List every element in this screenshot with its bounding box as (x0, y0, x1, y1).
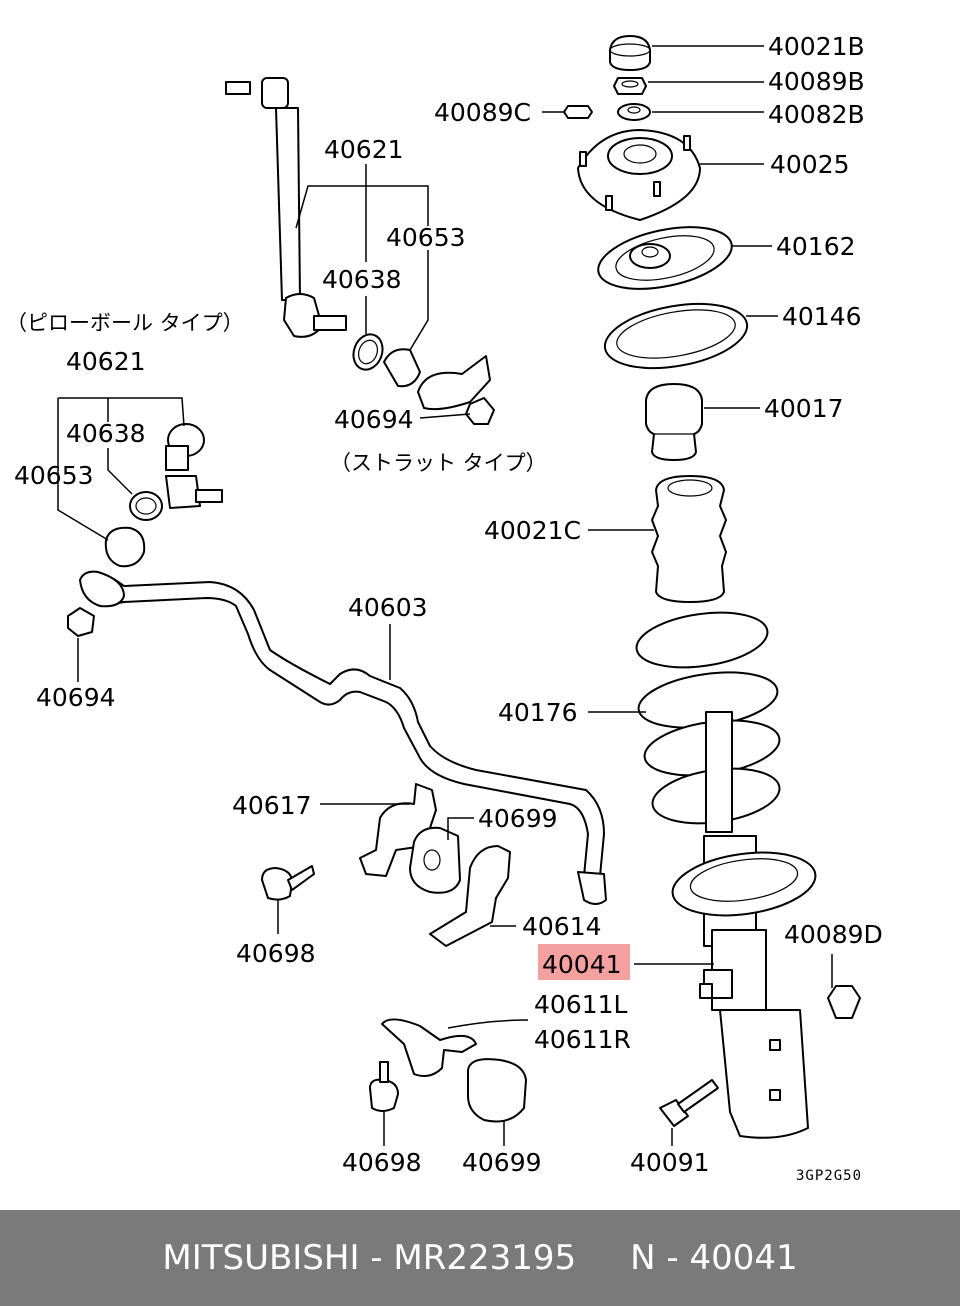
label-40082b: 40082B (768, 100, 865, 129)
label-40614: 40614 (522, 912, 602, 941)
part-40089b (613, 77, 647, 95)
part-40021c (651, 475, 727, 603)
label-40699-bot: 40699 (462, 1148, 542, 1177)
label-40021b: 40021B (768, 32, 865, 61)
part-labels: 40021B 40089B 40089C 40082B 40025 40162 … (6, 32, 883, 1184)
parts-diagram: 40021B 40089B 40089C 40082B 40025 40162 … (6, 32, 883, 1184)
part-40162 (597, 226, 733, 290)
part-40089d (827, 985, 861, 1019)
drawing-code: 3GP2G50 (796, 1168, 862, 1184)
part-40638-top (352, 333, 384, 371)
leader-lines (57, 45, 833, 1146)
label-40611l: 40611L (534, 990, 628, 1019)
part-40653-top (383, 348, 421, 388)
label-40089b: 40089B (768, 67, 865, 96)
part-40614 (429, 845, 511, 947)
label-40091: 40091 (630, 1148, 710, 1177)
label-40017: 40017 (764, 394, 844, 423)
part-40176 (635, 611, 781, 833)
diagram-svg: 40021B 40089B 40089C 40082B 40025 40162 … (6, 32, 883, 1184)
highlight-40041 (538, 944, 630, 980)
label-40694-left: 40694 (36, 683, 116, 712)
label-40617: 40617 (232, 791, 312, 820)
part-40699-mid (409, 826, 461, 894)
part-40082b (617, 103, 651, 121)
label-40611r: 40611R (534, 1025, 631, 1054)
part-40041 (671, 835, 817, 1139)
part-40025 (577, 129, 701, 221)
part-40089c (563, 105, 593, 119)
label-40638-top: 40638 (322, 265, 402, 294)
label-40621-left: 40621 (66, 347, 146, 376)
label-40698-mid: 40698 (236, 939, 316, 968)
part-stabilizer-link (225, 77, 347, 338)
label-40603: 40603 (348, 593, 428, 622)
label-40025: 40025 (770, 150, 850, 179)
part-strut-bracket (417, 355, 491, 411)
label-40653-left: 40653 (14, 461, 94, 490)
part-40603 (79, 570, 607, 905)
part-40699-bot (467, 1058, 527, 1123)
part-40611 (381, 1018, 477, 1077)
footer-text: MITSUBISHI - MR223195 N - 40041 (162, 1238, 798, 1278)
part-40017 (645, 383, 703, 461)
part-40694-left (67, 607, 95, 637)
label-40162: 40162 (776, 232, 856, 261)
footer-bar: MITSUBISHI - MR223195 N - 40041 (0, 1210, 960, 1306)
part-40091 (659, 1079, 719, 1127)
part-40021b (609, 35, 651, 71)
label-40653-top: 40653 (386, 223, 466, 252)
label-40176: 40176 (498, 698, 578, 727)
label-40638-left: 40638 (66, 419, 146, 448)
label-40621-top: 40621 (324, 135, 404, 164)
label-40699-mid: 40699 (478, 804, 558, 833)
note-strut-type: （ストラット タイプ） (330, 451, 547, 475)
label-40146: 40146 (782, 302, 862, 331)
part-40638-left (129, 491, 163, 521)
part-40653-left (104, 526, 146, 568)
label-40694-top: 40694 (334, 405, 414, 434)
note-pillow-ball: （ピローボール タイプ） (6, 311, 244, 335)
part-40698-bot (369, 1061, 399, 1112)
label-40089c: 40089C (434, 98, 531, 127)
label-40698-bot: 40698 (342, 1148, 422, 1177)
label-40041: 40041 (542, 950, 622, 979)
label-40089d: 40089D (784, 920, 883, 949)
label-40021c: 40021C (484, 516, 581, 545)
part-40698-mid (261, 865, 315, 901)
part-pillow-link (165, 423, 223, 509)
part-40146 (603, 302, 749, 370)
